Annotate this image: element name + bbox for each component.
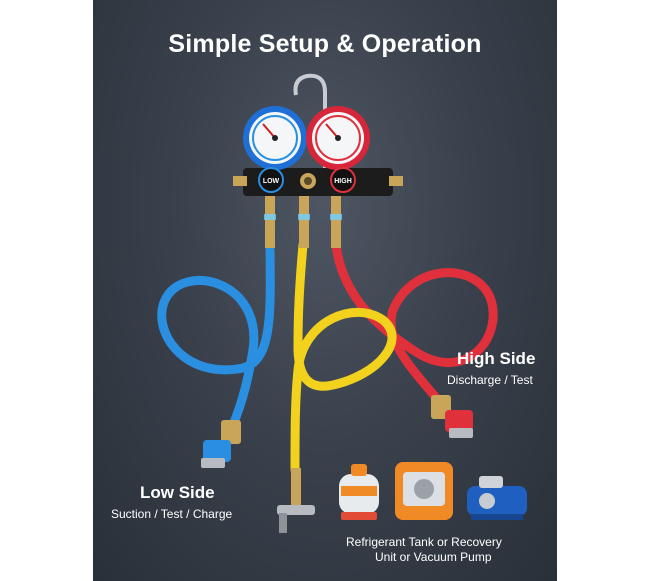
equipment-caption-line2: Unit or Vacuum Pump: [375, 550, 492, 564]
page-title: Simple Setup & Operation: [168, 30, 482, 58]
low-valve-knob: [258, 167, 284, 193]
low-side-coupler-icon: [201, 420, 241, 468]
low-side-blue-hose: [157, 245, 275, 430]
low-pressure-gauge-icon: [243, 106, 307, 170]
high-knob-label: HIGH: [334, 178, 352, 185]
service-fitting: [299, 196, 309, 248]
equipment-caption-line1: Refrigerant Tank or Recovery: [346, 535, 502, 549]
high-pressure-gauge-icon: [306, 106, 370, 170]
high-side-heading: High Side: [457, 349, 536, 368]
high-side-detail: Discharge / Test: [447, 373, 533, 387]
left-brass-port: [233, 176, 247, 186]
refrigerant-tank-icon: [339, 464, 379, 520]
high-fitting: [331, 196, 341, 248]
service-t-fitting-icon: [277, 468, 315, 533]
service-yellow-hose: [290, 240, 397, 475]
low-fitting: [265, 196, 275, 248]
right-brass-port: [389, 176, 403, 186]
manifold-illustration: LOW HIGH: [157, 73, 527, 533]
product-panel: LOW HIGH: [93, 0, 557, 581]
low-knob-label: LOW: [263, 178, 280, 185]
high-side-coupler-icon: [431, 395, 473, 438]
vacuum-pump-icon: [467, 476, 527, 520]
high-valve-knob: [330, 167, 356, 193]
low-side-detail: Suction / Test / Charge: [111, 507, 233, 521]
recovery-unit-icon: [395, 462, 453, 520]
hanging-hook: [293, 73, 327, 170]
low-side-heading: Low Side: [140, 483, 215, 502]
